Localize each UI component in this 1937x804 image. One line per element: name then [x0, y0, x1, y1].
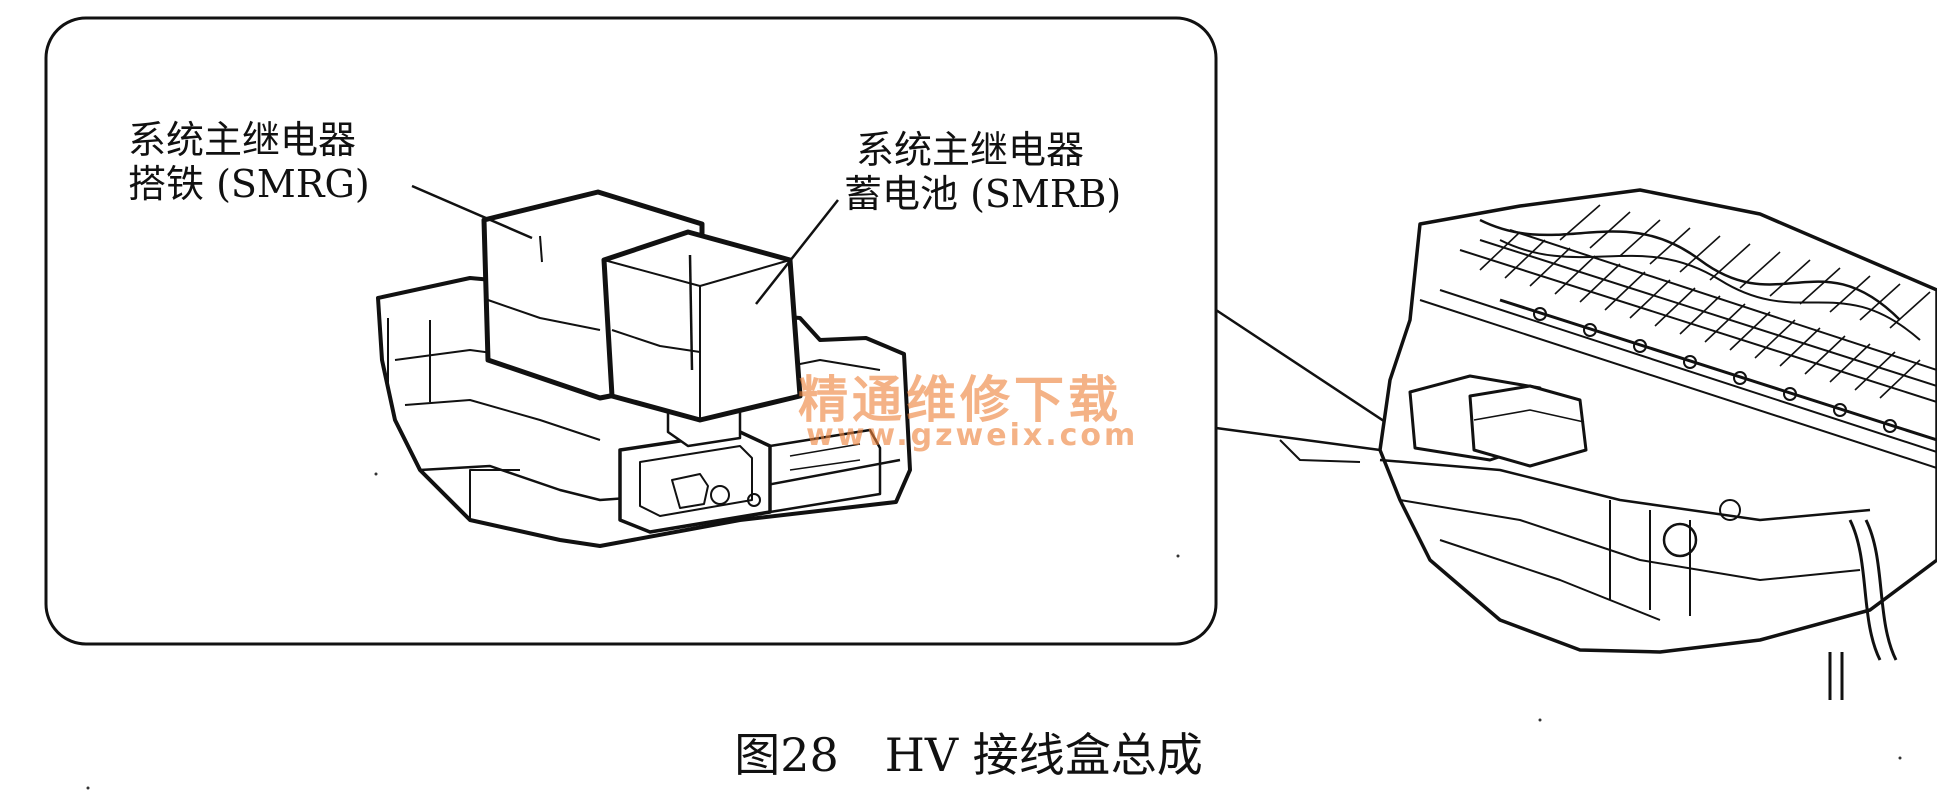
smrb-label-line1: 系统主继电器 — [856, 128, 1085, 172]
hv-battery-assembly — [1279, 188, 1937, 700]
front-connector-block — [618, 430, 772, 534]
zoom-connector-upper — [1215, 308, 1406, 437]
relay-assembly-detail — [376, 189, 912, 548]
watermark-text: 精通维修下载 — [798, 371, 1122, 429]
zoom-connector-lower — [1215, 426, 1381, 452]
smrb-label: 系统主继电器 蓄电池 (SMRB) — [844, 128, 1121, 216]
smrg-label-line1: 系统主继电器 — [128, 118, 357, 162]
watermark-url: www.gzweix.com — [806, 418, 1139, 453]
figure-caption: 图28 HV 接线盒总成 — [734, 728, 1203, 782]
smrg-label: 系统主继电器 搭铁 (SMRG) — [128, 118, 370, 206]
detail-callout-panel — [44, 16, 1218, 646]
smrb-leader-line — [755, 199, 839, 305]
smrg-leader-line — [411, 184, 533, 240]
smrb-relay — [601, 229, 803, 423]
smrg-label-line2: 搭铁 (SMRG) — [128, 162, 370, 206]
smrb-label-line2: 蓄电池 (SMRB) — [844, 172, 1122, 216]
